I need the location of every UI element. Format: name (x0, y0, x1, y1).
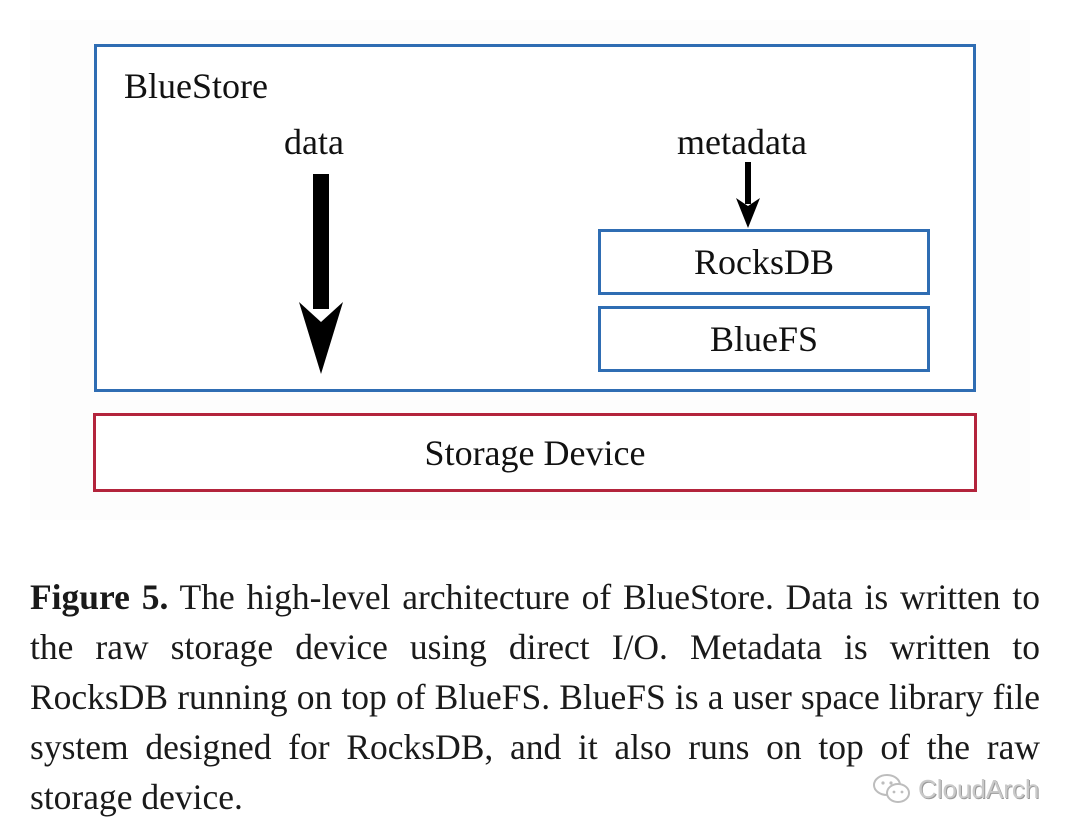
metadata-flow-label: metadata (677, 122, 807, 162)
figure-caption: Figure 5. The high-level architecture of… (30, 572, 1040, 822)
storage-device-label: Storage Device (424, 432, 646, 473)
rocksdb-label: RocksDB (693, 242, 834, 282)
caption-text: The high-level architecture of BlueStore… (30, 577, 1040, 817)
watermark-text: CloudArch (918, 773, 1040, 804)
metadata-arrow-icon (736, 162, 760, 228)
wechat-icon (873, 774, 910, 803)
data-flow-label: data (284, 122, 344, 162)
data-arrow-icon (299, 174, 343, 374)
bluefs-label: BlueFS (709, 319, 819, 359)
bluestore-label: BlueStore (124, 66, 268, 106)
rocksdb-box: RocksDB (598, 229, 930, 295)
storage-device-box: Storage Device (93, 413, 977, 492)
bluefs-box: BlueFS (598, 306, 930, 372)
watermark: CloudArch (872, 772, 1039, 806)
caption-label: Figure 5. (30, 577, 169, 617)
